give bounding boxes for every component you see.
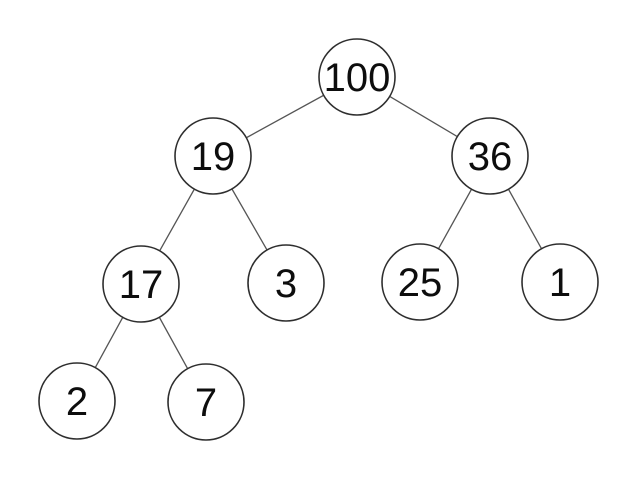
tree-node-17: 17 — [102, 245, 180, 323]
tree-node-label: 25 — [398, 261, 443, 305]
tree-node-circle — [521, 243, 599, 321]
tree-node-circle — [38, 362, 116, 440]
tree-node-circle — [102, 245, 180, 323]
tree-node-circle — [167, 363, 245, 441]
tree-node-25: 25 — [381, 243, 459, 321]
tree-node-circle — [451, 117, 529, 195]
tree-node-label: 19 — [191, 135, 236, 179]
tree-node-label: 17 — [119, 263, 164, 307]
tree-node-2: 2 — [38, 362, 116, 440]
tree-node-label: 3 — [275, 262, 297, 306]
tree-node-19: 19 — [174, 117, 252, 195]
tree-node-circle — [381, 243, 459, 321]
tree-node-circle — [318, 38, 396, 116]
tree-node-1: 1 — [521, 243, 599, 321]
tree-node-7: 7 — [167, 363, 245, 441]
tree-node-circle — [247, 244, 325, 322]
tree-node-label: 2 — [66, 380, 88, 424]
tree-node-label: 36 — [468, 135, 513, 179]
tree-node-label: 1 — [549, 261, 571, 305]
tree-node-circle — [174, 117, 252, 195]
tree-node-label: 100 — [324, 56, 391, 100]
tree-node-36: 36 — [451, 117, 529, 195]
tree-node-100: 100 — [318, 38, 396, 116]
tree-node-label: 7 — [195, 381, 217, 425]
tree-node-3: 3 — [247, 244, 325, 322]
tree-nodes-layer: 100 19 36 17 3 25 1 2 7 — [38, 38, 599, 441]
